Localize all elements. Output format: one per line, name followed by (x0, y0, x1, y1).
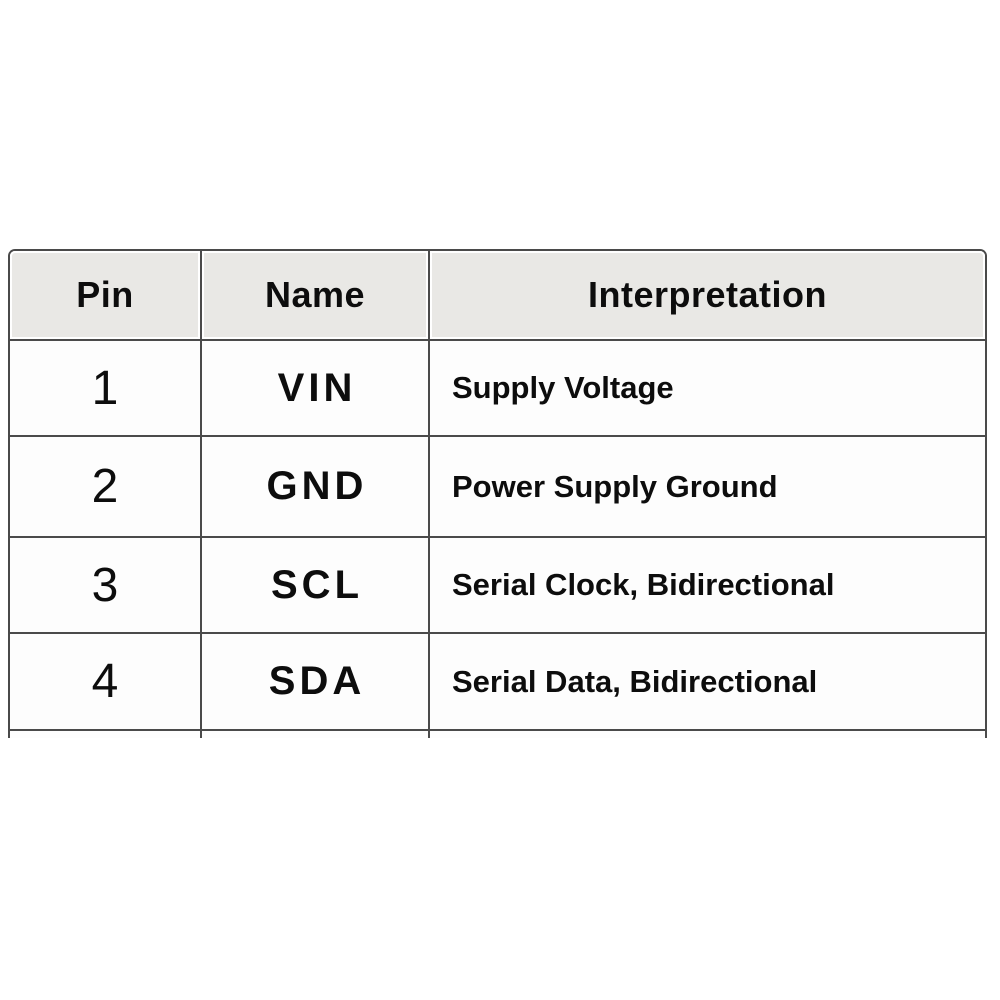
clipped-row-stub-name (202, 731, 430, 738)
row-4-name: SDA (202, 634, 430, 731)
row-2-name: GND (202, 437, 430, 538)
clipped-row-stub-interpretation (430, 731, 985, 738)
header-cell-pin: Pin (10, 251, 202, 341)
row-1-name: VIN (202, 341, 430, 437)
row-3-pin: 3 (10, 538, 202, 634)
row-1-interpretation: Supply Voltage (430, 341, 985, 437)
pinout-table: Pin Name Interpretation 1 VIN Supply Vol… (8, 249, 987, 738)
header-cell-interpretation: Interpretation (430, 251, 985, 341)
row-2-pin: 2 (10, 437, 202, 538)
row-3-interpretation: Serial Clock, Bidirectional (430, 538, 985, 634)
header-cell-name: Name (202, 251, 430, 341)
clipped-row-stub-pin (10, 731, 202, 738)
row-4-pin: 4 (10, 634, 202, 731)
row-3-name: SCL (202, 538, 430, 634)
row-2-interpretation: Power Supply Ground (430, 437, 985, 538)
row-4-interpretation: Serial Data, Bidirectional (430, 634, 985, 731)
row-1-pin: 1 (10, 341, 202, 437)
